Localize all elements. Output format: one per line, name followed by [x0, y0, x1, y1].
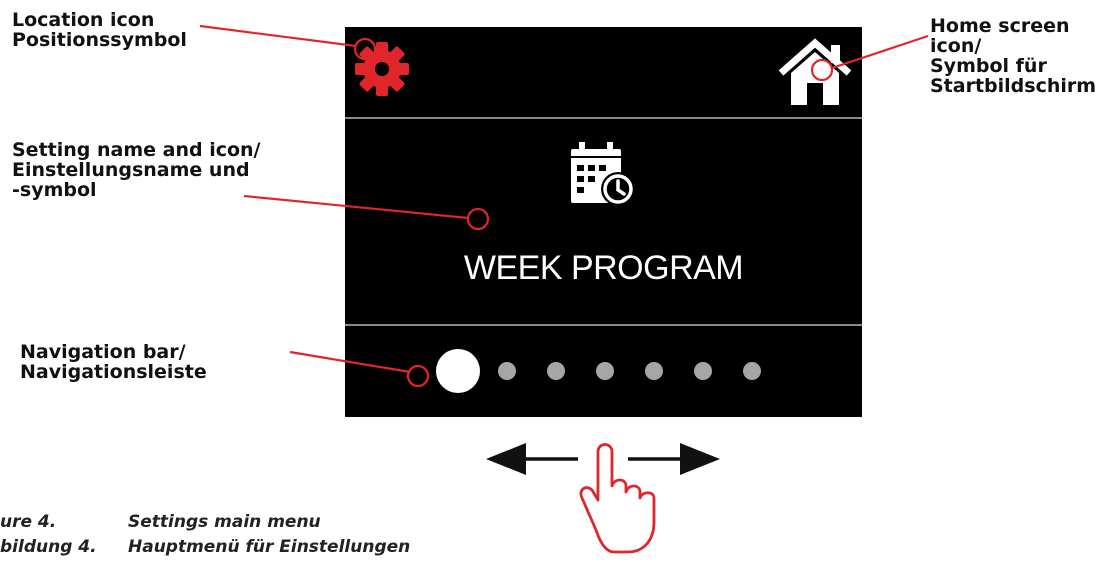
leader-line-location [199, 24, 357, 48]
nav-dot[interactable] [645, 362, 663, 380]
nav-dot[interactable] [694, 362, 712, 380]
caption-en-number: ure 4. [0, 512, 57, 532]
leader-circle-home [810, 58, 834, 82]
callout-nav-line-2: Navigationsleiste [20, 361, 207, 383]
figure-caption-english: ure 4. Settings main menu [0, 512, 321, 532]
callout-home-line-4: Startbildschirm [930, 75, 1097, 97]
callout-setting-name: Setting name and icon/ Einstellungsname … [12, 140, 261, 200]
caption-de-number: bildung 4. [0, 537, 97, 557]
callout-home-line-2: icon/ [930, 35, 982, 57]
gear-icon[interactable] [348, 39, 422, 99]
arrow-left-head [486, 443, 526, 475]
callout-location-line-1: Location icon [12, 9, 155, 31]
nav-dot[interactable] [547, 362, 565, 380]
device-screen: WEEK PROGRAM [345, 27, 862, 417]
callout-nav-line-1: Navigation bar/ [20, 341, 186, 363]
callout-home-screen-icon: Home screen icon/ Symbol für Startbildsc… [930, 16, 1096, 96]
callout-home-line-1: Home screen [930, 15, 1070, 37]
callout-setting-line-3: -symbol [12, 179, 97, 201]
nav-dot[interactable] [743, 362, 761, 380]
callout-location-icon: Location icon Positionssymbol [12, 10, 187, 50]
bottom-divider [345, 324, 862, 326]
caption-de-text: Hauptmenü für Einstellungen [128, 537, 411, 557]
setting-name: WEEK PROGRAM [463, 249, 744, 287]
nav-dot[interactable] [596, 362, 614, 380]
callout-home-line-3: Symbol für [930, 55, 1047, 77]
swipe-arrows [486, 443, 720, 475]
pointing-hand-icon [579, 443, 656, 554]
leader-circle-setting [466, 207, 490, 231]
calendar-clock-icon [571, 142, 635, 206]
leader-line-home [831, 34, 929, 70]
top-divider [345, 117, 862, 119]
callout-navigation-bar: Navigation bar/ Navigationsleiste [20, 342, 207, 382]
figure-caption-german: bildung 4. Hauptmenü für Einstellungen [0, 537, 410, 557]
leader-line-setting [243, 194, 469, 220]
callout-location-line-2: Positionssymbol [12, 29, 187, 51]
leader-circle-location [353, 37, 377, 61]
leader-circle-navigation [406, 364, 430, 388]
leader-line-navigation [289, 350, 411, 374]
navigation-bar[interactable] [345, 337, 862, 405]
arrow-right-head [680, 443, 720, 475]
nav-dot[interactable] [498, 362, 516, 380]
callout-setting-line-2: Einstellungsname und [12, 159, 250, 181]
nav-dot-active[interactable] [436, 349, 480, 393]
callout-setting-line-1: Setting name and icon/ [12, 139, 261, 161]
caption-en-text: Settings main menu [128, 512, 321, 532]
